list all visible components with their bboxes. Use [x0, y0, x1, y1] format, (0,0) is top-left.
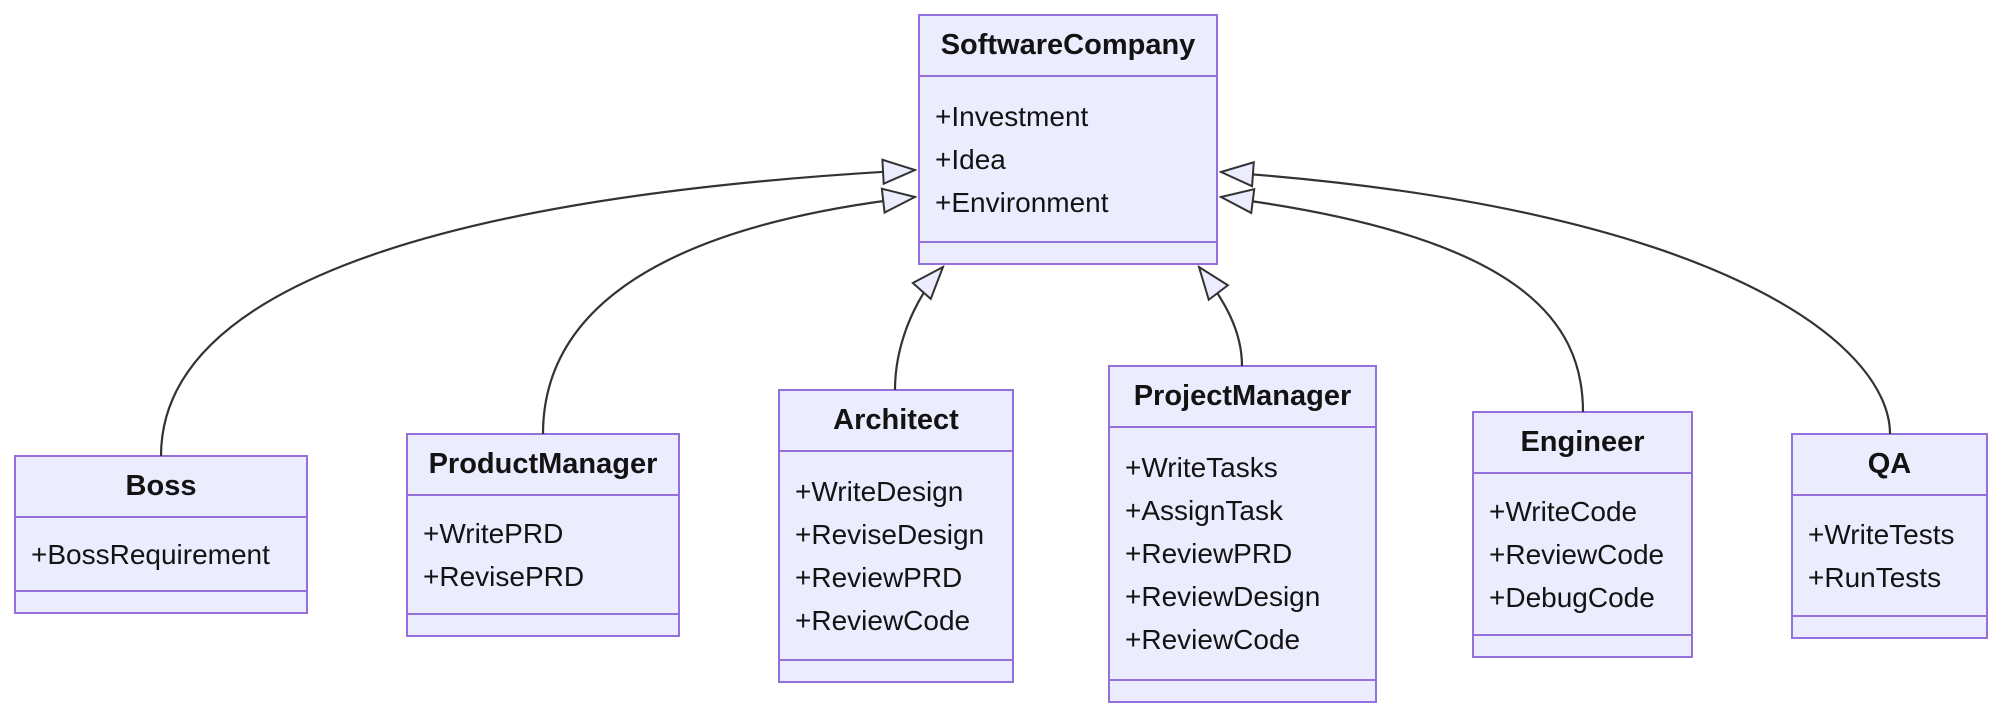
class-attribute: +Idea	[935, 143, 1006, 175]
class-attribute: +WriteTests	[1808, 518, 1955, 550]
class-attribute-list: +Investment +Idea +Environment	[920, 77, 1216, 241]
class-attribute: +ReviewCode	[1489, 538, 1665, 570]
class-title: Architect	[780, 391, 1012, 452]
class-title: ProjectManager	[1110, 367, 1375, 428]
class-methods-compartment-empty	[1110, 679, 1375, 701]
class-attribute: +WritePRD	[423, 517, 564, 549]
class-box-projectmanager: ProjectManager +WriteTasks +AssignTask +…	[1108, 365, 1377, 703]
class-attribute-list: +BossRequirement	[16, 518, 306, 590]
class-methods-compartment-empty	[16, 590, 306, 612]
class-box-softwarecompany: SoftwareCompany +Investment +Idea +Envir…	[918, 14, 1218, 265]
class-attribute: +ReviewCode	[795, 604, 971, 636]
class-attribute: +AssignTask	[1125, 495, 1283, 526]
class-attribute: +ReviewDesign	[1125, 581, 1321, 612]
class-attribute: +RunTests	[1808, 561, 1942, 593]
inheritance-edge-architect-softwarecompany	[893, 267, 943, 391]
class-title: ProductManager	[408, 435, 678, 496]
class-attribute: +RevisePRD	[423, 560, 585, 592]
class-attribute: +WriteDesign	[795, 475, 964, 507]
class-title: Boss	[16, 457, 306, 518]
class-box-productmanager: ProductManager +WritePRD +RevisePRD	[406, 433, 680, 637]
class-attribute: +ReviewPRD	[795, 561, 963, 593]
class-attribute-list: +WritePRD +RevisePRD	[408, 496, 678, 613]
class-attribute-list: +WriteCode +ReviewCode +DebugCode	[1474, 474, 1691, 634]
class-attribute: +WriteTasks	[1125, 452, 1278, 483]
class-attribute: +WriteCode	[1489, 495, 1638, 527]
class-attribute-list: +WriteDesign +ReviseDesign +ReviewPRD +R…	[780, 452, 1012, 659]
class-attribute: +ReviseDesign	[795, 518, 985, 550]
class-attribute-list: +WriteTests +RunTests	[1793, 496, 1986, 615]
class-methods-compartment-empty	[1793, 615, 1986, 637]
class-title: QA	[1793, 435, 1986, 496]
class-methods-compartment-empty	[780, 659, 1012, 681]
class-box-qa: QA +WriteTests +RunTests	[1791, 433, 1988, 639]
class-attribute: +BossRequirement	[31, 538, 270, 570]
class-title: Engineer	[1474, 413, 1691, 474]
class-box-boss: Boss +BossRequirement	[14, 455, 308, 614]
class-box-architect: Architect +WriteDesign +ReviseDesign +Re…	[778, 389, 1014, 683]
class-attribute: +ReviewCode	[1125, 624, 1301, 655]
inheritance-edge-projectmanager-softwarecompany	[1199, 267, 1244, 367]
class-box-engineer: Engineer +WriteCode +ReviewCode +DebugCo…	[1472, 411, 1693, 658]
class-attribute: +Environment	[935, 186, 1109, 218]
class-methods-compartment-empty	[920, 241, 1216, 263]
class-title: SoftwareCompany	[920, 16, 1216, 77]
class-attribute: +Investment	[935, 100, 1089, 132]
class-attribute-list: +WriteTasks +AssignTask +ReviewPRD +Revi…	[1110, 428, 1375, 679]
class-attribute: +ReviewPRD	[1125, 538, 1293, 569]
class-methods-compartment-empty	[1474, 634, 1691, 656]
class-attribute: +DebugCode	[1489, 581, 1655, 613]
class-methods-compartment-empty	[408, 613, 678, 635]
